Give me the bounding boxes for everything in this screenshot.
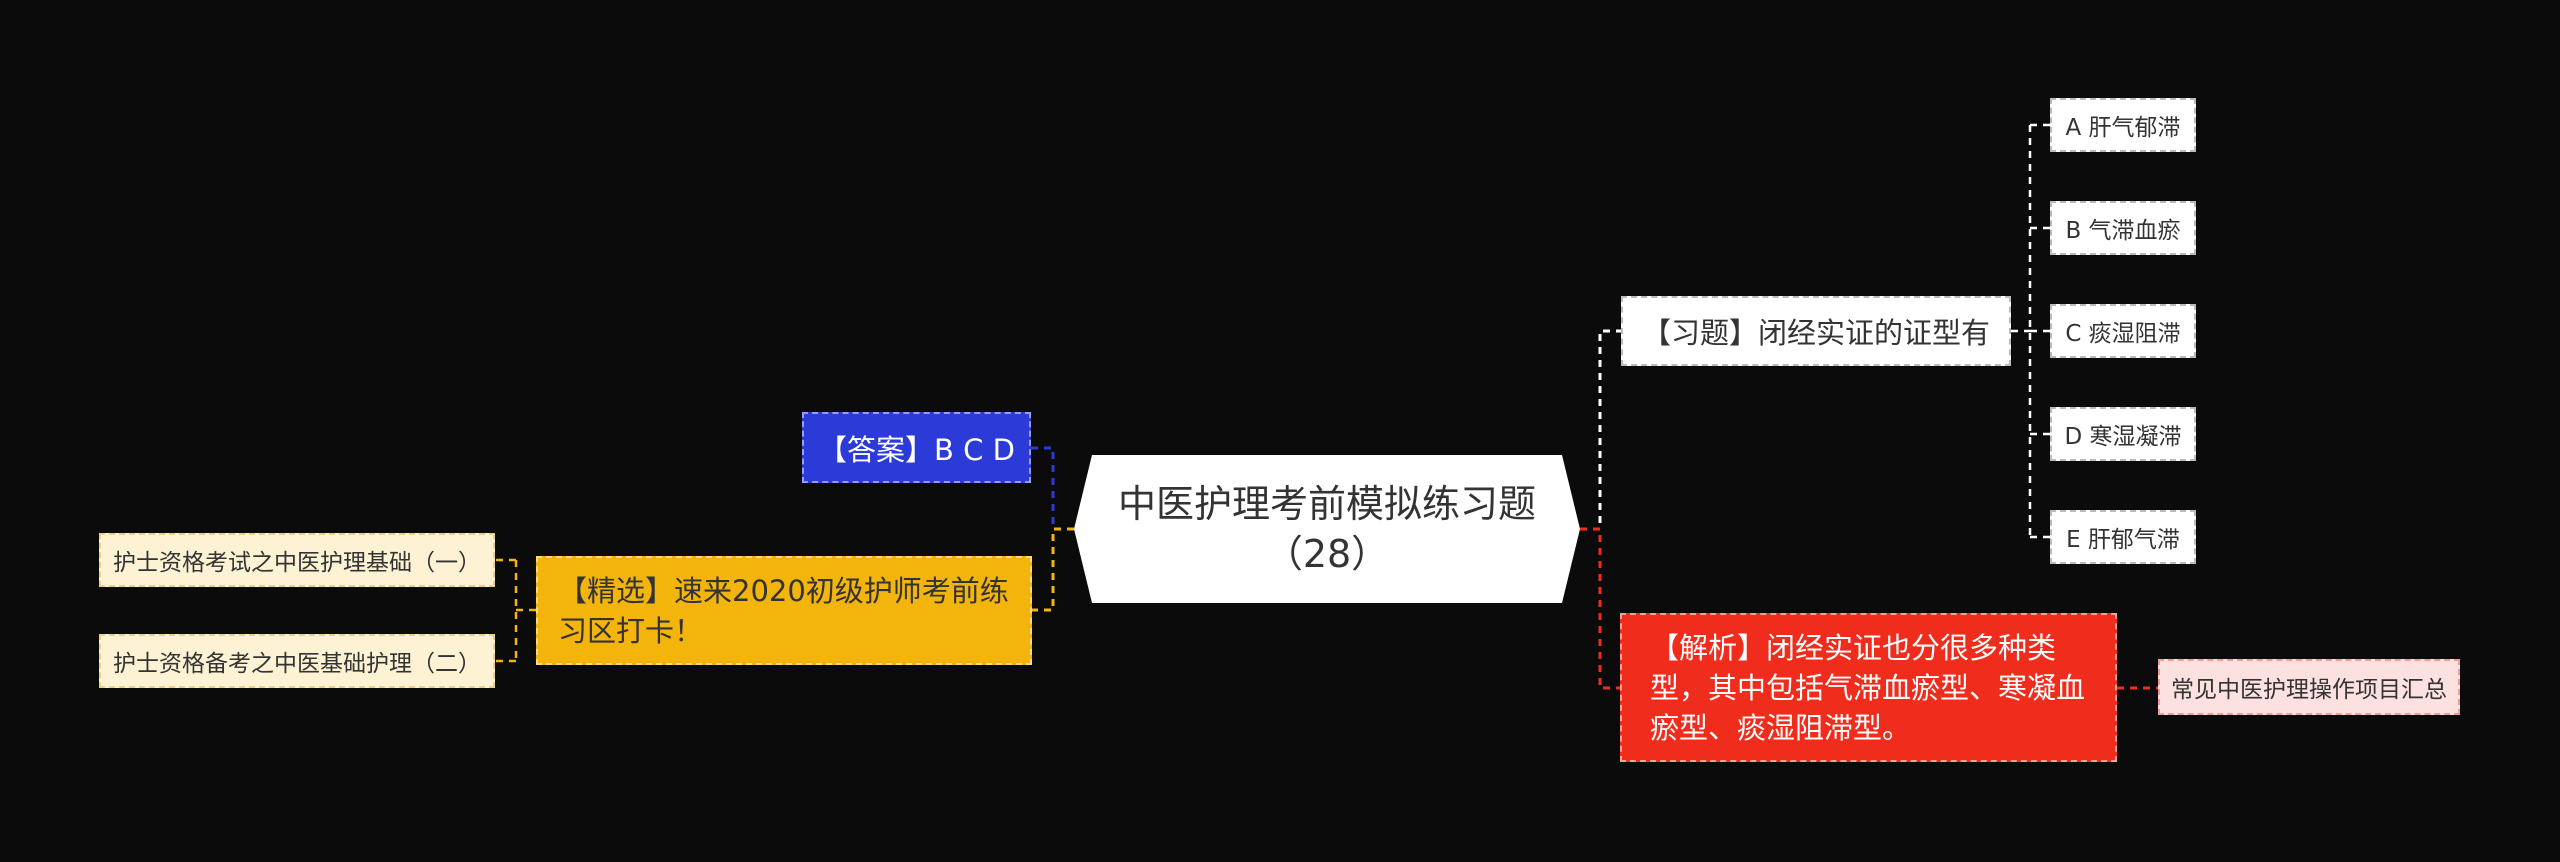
link-center-featured [1032, 527, 1074, 612]
answer-node[interactable]: 【答案】B C D [802, 412, 1031, 483]
basics-link-1[interactable]: 护士资格考试之中医护理基础（一） [99, 533, 495, 587]
question-node[interactable]: 【习题】闭经实证的证型有 [1621, 296, 2011, 366]
option-c-label: C 痰湿阻滞 [2065, 321, 2181, 347]
option-e-label: E 肝郁气滞 [2066, 527, 2180, 553]
option-e-node[interactable]: E 肝郁气滞 [2050, 510, 2196, 564]
link-center-analysis [1580, 527, 1620, 690]
central-topic-title: 中医护理考前模拟练习题（28） [1117, 482, 1536, 576]
link-center-question [1580, 329, 1621, 531]
option-a-node[interactable]: A 肝气郁滞 [2050, 98, 2196, 152]
answer-text: 【答案】B C D [818, 432, 1015, 467]
option-a-label: A 肝气郁滞 [2065, 115, 2181, 141]
featured-node[interactable]: 【精选】速来2020初级护师考前练习区打卡！ [536, 556, 1032, 665]
summary-node[interactable]: 常见中医护理操作项目汇总 [2158, 659, 2460, 715]
option-b-label: B 气滞血瘀 [2065, 218, 2181, 244]
analysis-node[interactable]: 【解析】闭经实证也分很多种类型，其中包括气滞血瘀型、寒凝血瘀型、痰湿阻滞型。 [1620, 613, 2117, 762]
basics-link-2[interactable]: 护士资格备考之中医基础护理（二） [99, 634, 495, 688]
featured-text: 【精选】速来2020初级护师考前练习区打卡！ [558, 573, 1009, 648]
summary-text: 常见中医护理操作项目汇总 [2171, 677, 2447, 703]
option-c-node[interactable]: C 痰湿阻滞 [2050, 304, 2196, 358]
link-question-options [2011, 123, 2050, 539]
link-featured-basics [495, 558, 536, 663]
link-center-answer [1031, 446, 1074, 531]
option-d-node[interactable]: D 寒湿凝滞 [2050, 407, 2196, 461]
analysis-text: 【解析】闭经实证也分很多种类型，其中包括气滞血瘀型、寒凝血瘀型、痰湿阻滞型。 [1650, 630, 2086, 745]
basics-link-1-label: 护士资格考试之中医护理基础（一） [113, 550, 481, 576]
option-d-label: D 寒湿凝滞 [2064, 424, 2182, 450]
central-topic[interactable]: 中医护理考前模拟练习题（28） [1074, 455, 1580, 603]
question-text: 【习题】闭经实证的证型有 [1641, 316, 1990, 350]
basics-link-2-label: 护士资格备考之中医基础护理（二） [113, 651, 481, 677]
option-b-node[interactable]: B 气滞血瘀 [2050, 201, 2196, 255]
